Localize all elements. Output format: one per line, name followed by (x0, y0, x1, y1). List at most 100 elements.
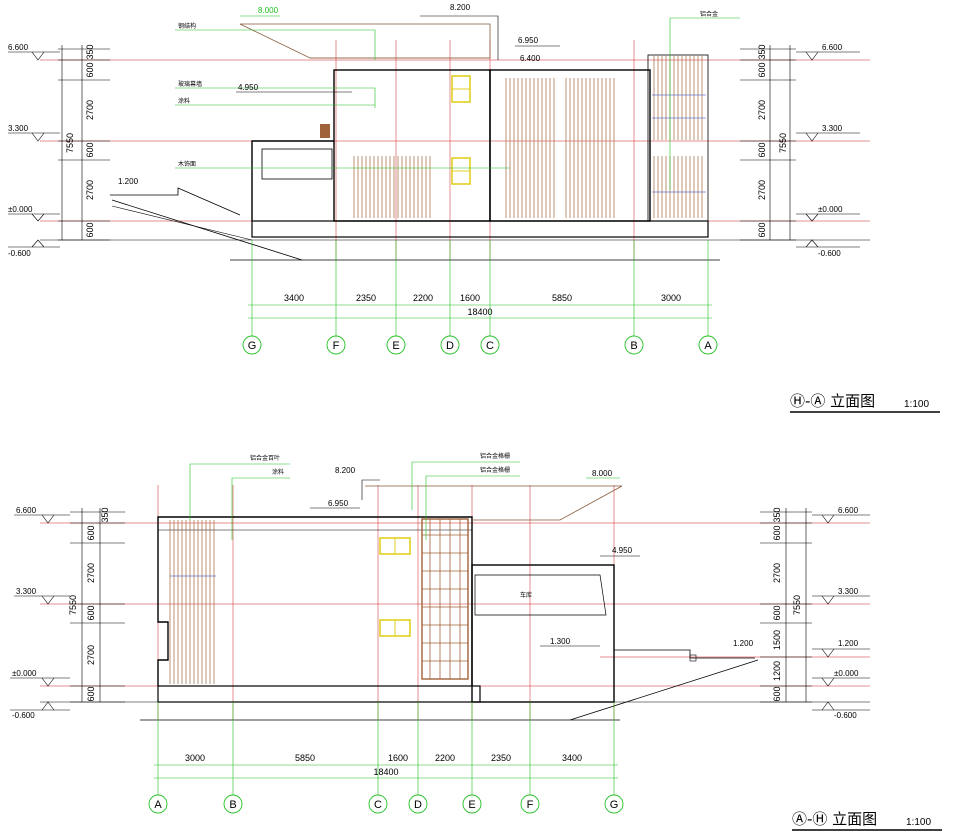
svg-text:8.200: 8.200 (450, 3, 471, 12)
svg-text:600: 600 (757, 142, 767, 157)
svg-text:铝合金格栅: 铝合金格栅 (480, 466, 510, 474)
svg-text:350: 350 (100, 507, 110, 522)
top-louver-screens (353, 56, 703, 218)
svg-text:18400: 18400 (373, 767, 398, 777)
svg-text:8.000: 8.000 (258, 6, 279, 15)
svg-text:600: 600 (86, 525, 96, 540)
svg-text:涂料: 涂料 (272, 468, 284, 476)
top-elevation-title: Ⓗ-Ⓐ 立面图 (790, 392, 875, 410)
svg-text:2200: 2200 (413, 293, 433, 303)
svg-text:1.200: 1.200 (838, 639, 859, 648)
svg-text:2350: 2350 (491, 753, 511, 763)
svg-text:3.300: 3.300 (8, 124, 29, 133)
svg-text:7550: 7550 (65, 133, 75, 153)
svg-text:600: 600 (85, 222, 95, 237)
bottom-grid-axis-labels: A B C D E F G (148, 794, 624, 814)
svg-text:5850: 5850 (552, 293, 572, 303)
svg-text:6.600: 6.600 (8, 43, 29, 52)
svg-text:3.300: 3.300 (16, 587, 37, 596)
svg-text:木饰面: 木饰面 (178, 160, 196, 168)
svg-text:6.950: 6.950 (328, 499, 349, 508)
svg-text:350: 350 (85, 44, 95, 59)
svg-text:7550: 7550 (68, 595, 78, 615)
bottom-elevation-title: Ⓐ-Ⓗ 立面图 (792, 810, 877, 828)
svg-text:铝合金百叶: 铝合金百叶 (250, 454, 280, 462)
svg-text:B: B (630, 340, 637, 352)
svg-text:涂料: 涂料 (178, 97, 190, 105)
svg-text:4.950: 4.950 (238, 83, 259, 92)
top-elevation: 钢结构 玻璃幕墙 涂料 木饰面 铝合金 8.000 8.200 6.950 6.… (8, 3, 940, 413)
svg-text:±0.000: ±0.000 (12, 669, 37, 678)
svg-text:1.200: 1.200 (733, 639, 754, 648)
svg-text:7550: 7550 (778, 133, 788, 153)
bottom-right-wing (471, 564, 615, 703)
svg-text:3.300: 3.300 (822, 124, 843, 133)
svg-text:±0.000: ±0.000 (8, 205, 33, 214)
svg-text:6.600: 6.600 (16, 506, 37, 515)
svg-text:F: F (527, 799, 534, 811)
bottom-right-levels: 6.600 3.300 1.200 ±0.000 -0.600 (834, 506, 859, 720)
svg-text:1.300: 1.300 (550, 637, 571, 646)
svg-text:600: 600 (85, 142, 95, 157)
svg-text:D: D (414, 799, 422, 811)
svg-text:8.200: 8.200 (335, 466, 356, 475)
top-main-block (333, 69, 491, 222)
svg-text:A: A (704, 340, 712, 352)
top-right-levels: 6.600 3.300 ±0.000 -0.600 (818, 43, 843, 258)
svg-text:玻璃幕墙: 玻璃幕墙 (178, 80, 202, 88)
svg-text:4.950: 4.950 (612, 546, 633, 555)
svg-text:600: 600 (757, 62, 767, 77)
svg-text:2700: 2700 (85, 180, 95, 200)
svg-text:3000: 3000 (185, 753, 205, 763)
bottom-span-dims: 3000 5850 1600 2200 2350 3400 18400 (185, 753, 582, 777)
svg-text:钢结构: 钢结构 (178, 22, 196, 30)
svg-text:3400: 3400 (562, 753, 582, 763)
svg-text:G: G (610, 799, 619, 811)
bottom-louver-screen (169, 520, 215, 684)
top-span-dims: 3400 2350 2200 1600 5850 3000 18400 (284, 293, 681, 317)
svg-text:350: 350 (772, 507, 782, 522)
top-elevation-scale: 1:100 (904, 399, 929, 410)
top-roof-canopy (239, 23, 491, 59)
svg-text:铝合金: 铝合金 (700, 10, 718, 18)
svg-text:3400: 3400 (284, 293, 304, 303)
svg-text:F: F (333, 340, 340, 352)
svg-text:D: D (446, 340, 454, 352)
bottom-elevation: 车库 铝合金百叶 涂料 铝合金格栅 铝合金格栅 (10, 452, 942, 831)
svg-text:8.000: 8.000 (592, 469, 613, 478)
svg-text:2700: 2700 (757, 100, 767, 120)
svg-text:2700: 2700 (86, 645, 96, 665)
svg-text:1500: 1500 (772, 630, 782, 650)
svg-text:5850: 5850 (295, 753, 315, 763)
svg-text:18400: 18400 (467, 307, 492, 317)
svg-text:1600: 1600 (460, 293, 480, 303)
svg-text:600: 600 (772, 686, 782, 701)
svg-text:2700: 2700 (757, 180, 767, 200)
svg-text:1600: 1600 (388, 753, 408, 763)
bottom-lattice-screen (421, 518, 469, 680)
bottom-main-block (157, 516, 473, 686)
svg-text:A: A (154, 799, 162, 811)
svg-text:2700: 2700 (85, 100, 95, 120)
svg-text:350: 350 (757, 44, 767, 59)
svg-text:7550: 7550 (792, 595, 802, 615)
svg-text:3.300: 3.300 (838, 587, 859, 596)
svg-text:2700: 2700 (772, 563, 782, 583)
svg-text:±0.000: ±0.000 (818, 205, 843, 214)
top-left-levels: 6.600 3.300 ±0.000 -0.600 (8, 43, 33, 258)
svg-text:600: 600 (86, 686, 96, 701)
svg-text:C: C (374, 799, 382, 811)
svg-text:1.200: 1.200 (118, 177, 139, 186)
svg-text:600: 600 (86, 605, 96, 620)
svg-text:C: C (486, 340, 494, 352)
svg-text:600: 600 (757, 222, 767, 237)
svg-text:600: 600 (772, 605, 782, 620)
svg-text:-0.600: -0.600 (818, 249, 841, 258)
svg-text:E: E (392, 340, 399, 352)
svg-text:E: E (468, 799, 475, 811)
bottom-left-levels: 6.600 3.300 ±0.000 -0.600 (12, 506, 37, 720)
svg-text:1200: 1200 (772, 661, 782, 681)
svg-text:-0.600: -0.600 (834, 711, 857, 720)
svg-text:G: G (248, 340, 257, 352)
